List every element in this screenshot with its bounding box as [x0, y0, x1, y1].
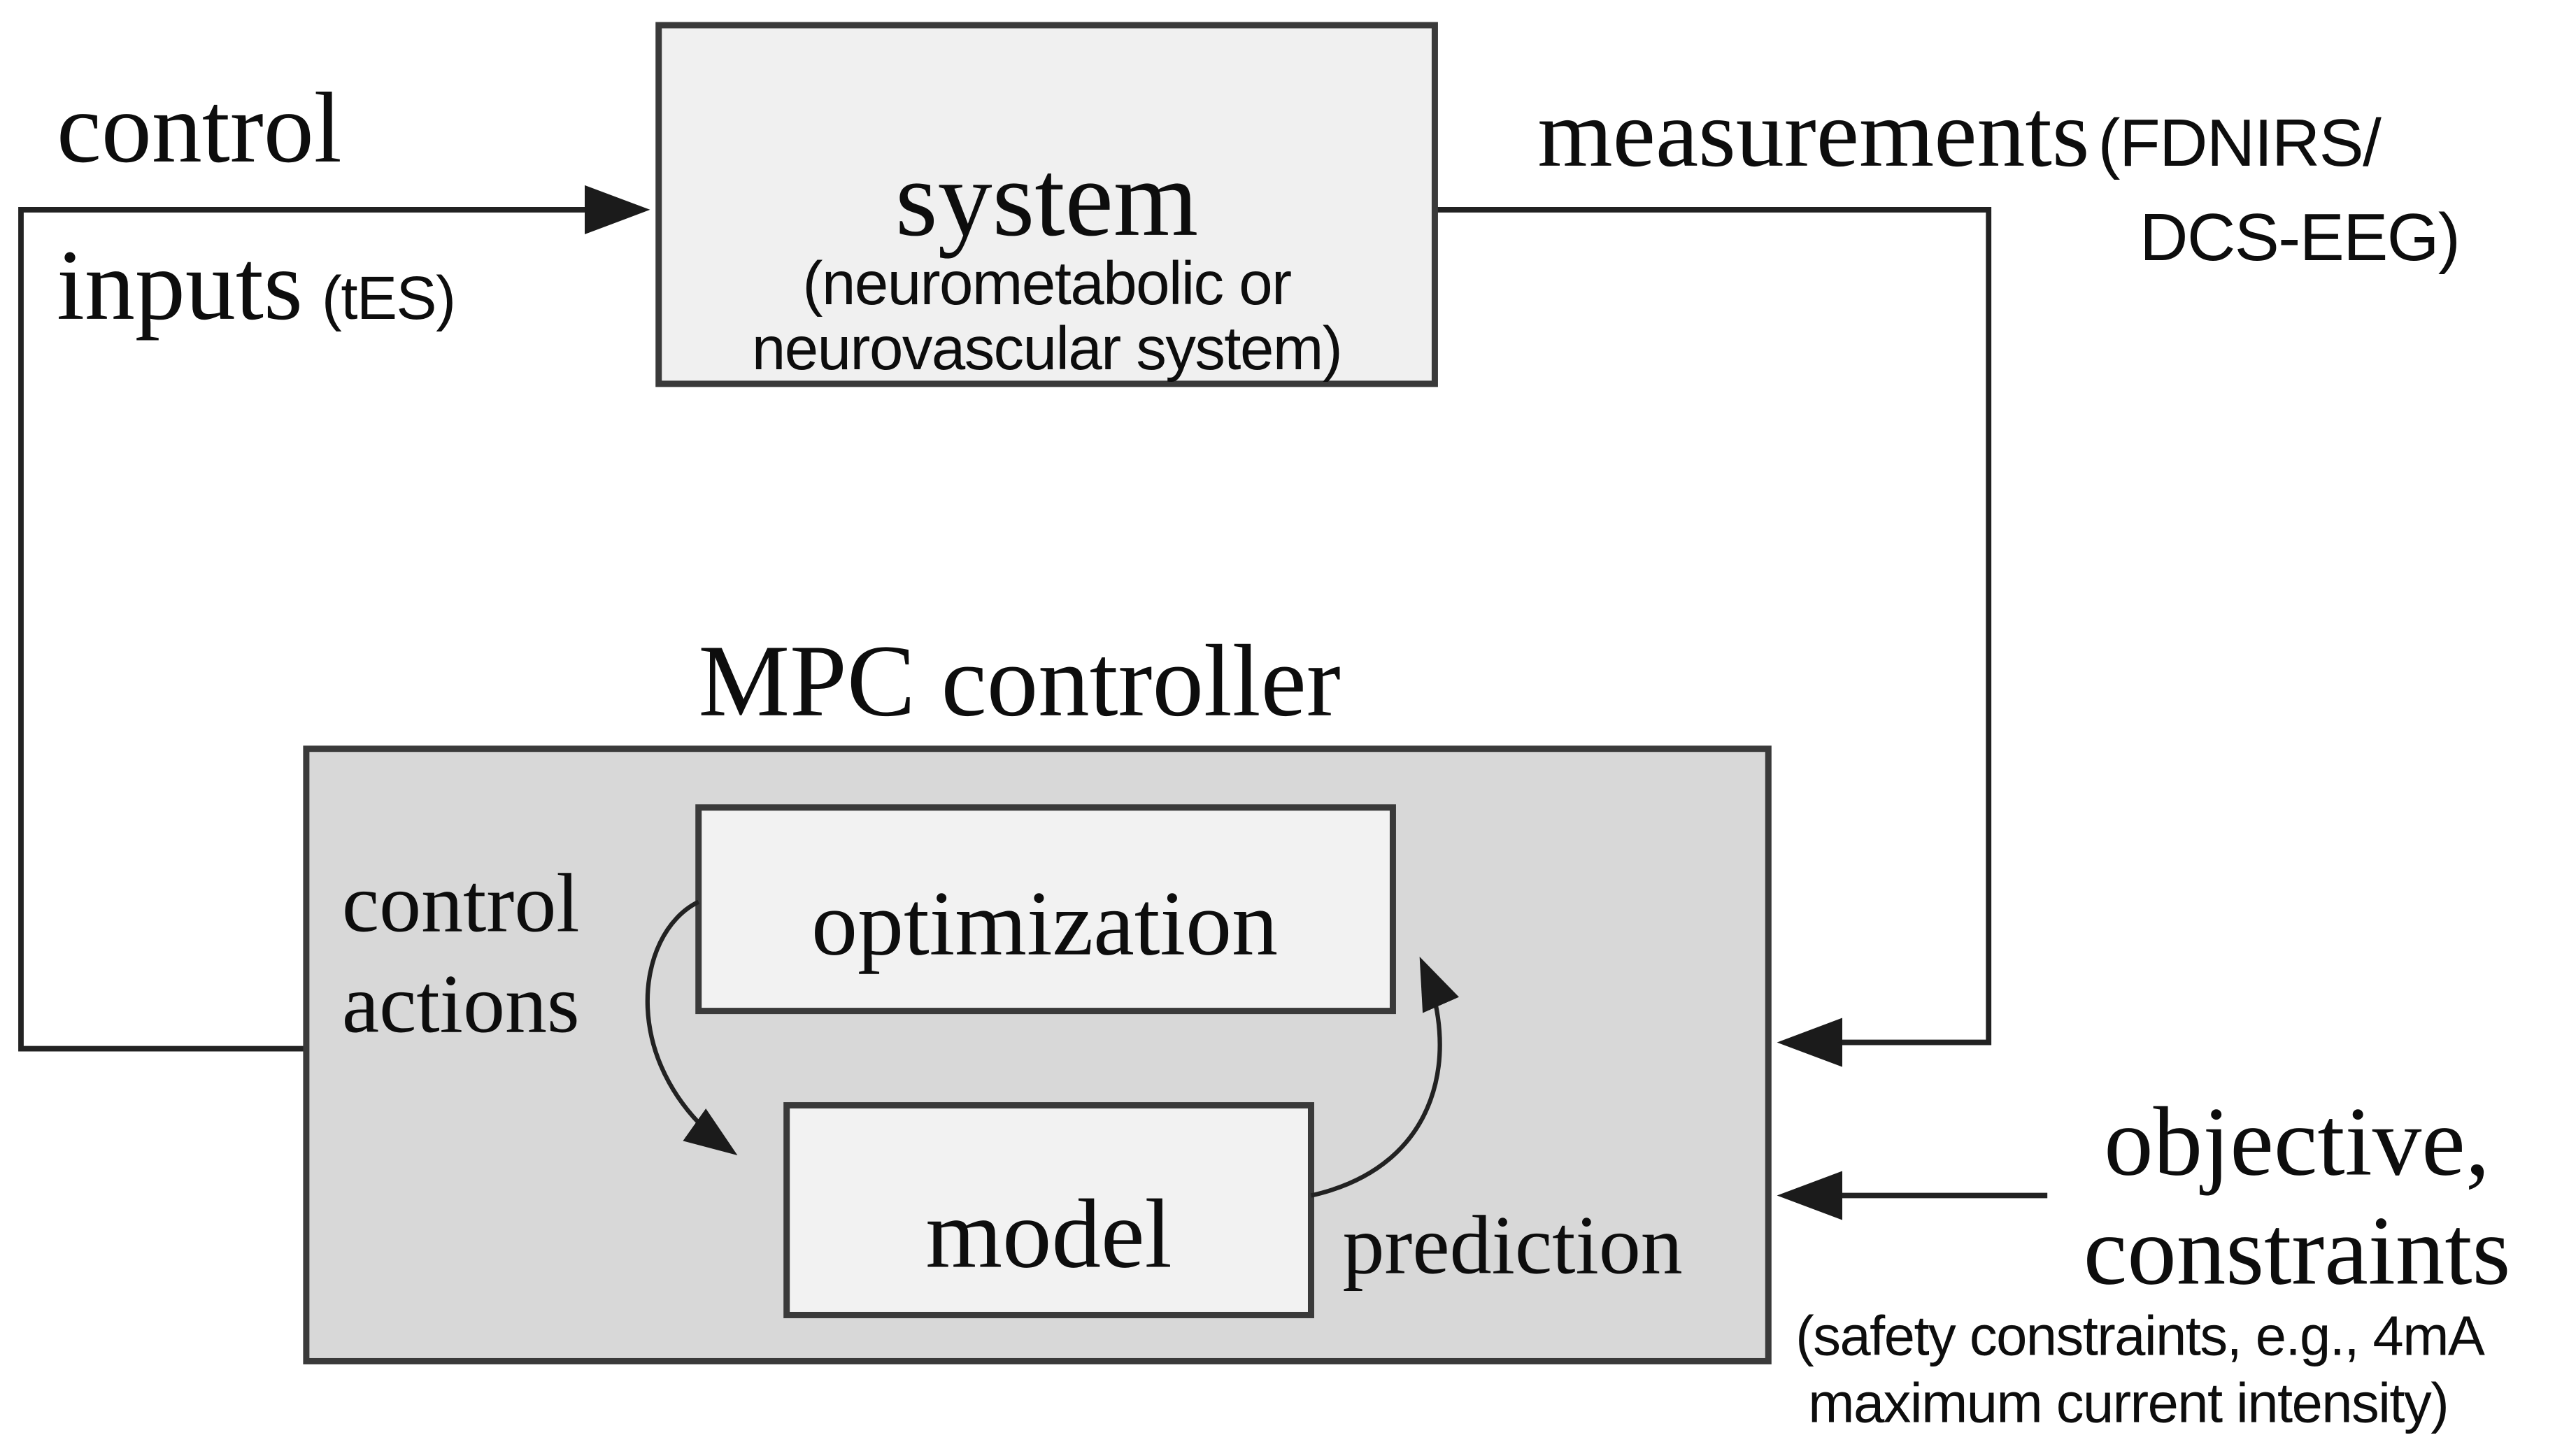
control-actions-label-line2: actions [342, 957, 580, 1050]
model-label: model [925, 1179, 1172, 1288]
tes-annotation: (tES) [322, 264, 455, 332]
objective-label-line2: constraints [2084, 1196, 2511, 1305]
control-inputs-label-line1: control [57, 73, 342, 184]
fdnirs-annotation: (FDNIRS/ [2098, 106, 2382, 180]
model-box [783, 1102, 1314, 1318]
safety-annotation-line1: (safety constraints, e.g., 4mA [1795, 1304, 2485, 1366]
dcs-eeg-annotation: DCS-EEG) [2140, 200, 2459, 275]
system-subtitle-line2: neurovascular system) [752, 315, 1341, 383]
control-actions-label-line1: control [342, 857, 580, 950]
control-inputs-label-line2: inputs (tES) [57, 230, 455, 341]
objective-label-line1: objective, [2104, 1087, 2490, 1197]
prediction-label: prediction [1342, 1198, 1682, 1291]
measurements-word: measurements [1537, 80, 2089, 187]
safety-annotation-line2: maximum current intensity) [1808, 1371, 2448, 1434]
optimization-label: optimization [811, 872, 1278, 975]
control-inputs-feedback-arrow [18, 185, 650, 1052]
control-inputs-label-line2-word: inputs [57, 230, 303, 341]
measurements-arrow [1435, 207, 1992, 1067]
mpc-controller-title: MPC controller [698, 624, 1340, 738]
optimization-box [695, 804, 1396, 1015]
system-subtitle-line1: (neurometabolic or [803, 250, 1292, 317]
optimization-to-model-arrow [645, 899, 738, 1156]
system-box [655, 22, 1438, 387]
measurements-label: measurements(FDNIRS/ [1537, 80, 2382, 187]
model-to-optimization-arrow [1310, 956, 1459, 1198]
system-title: system [895, 138, 1198, 259]
